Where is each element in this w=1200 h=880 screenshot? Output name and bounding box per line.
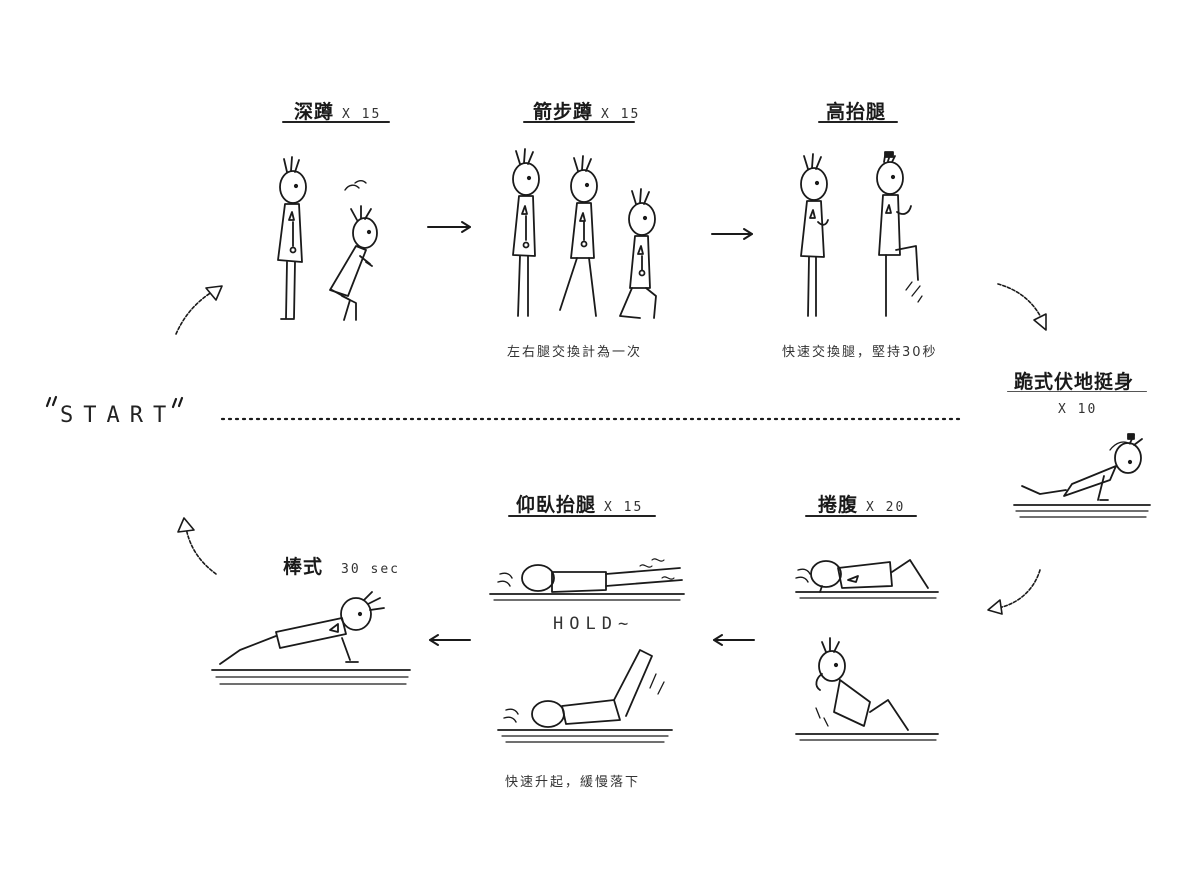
kneeling-pushup-underline xyxy=(1007,391,1147,392)
hold-label: HOLD~ xyxy=(553,614,635,634)
crunch-reps: X 20 xyxy=(866,500,906,515)
plank-reps: 30 sec xyxy=(341,562,400,577)
crunch-title: 捲腹 X 20 xyxy=(818,490,905,517)
lunge-figure-1 xyxy=(513,149,539,316)
squat-underline xyxy=(282,121,390,123)
kneeling-pushup-figure xyxy=(1014,434,1150,517)
high-knees-underline xyxy=(818,121,898,123)
arrow-crunch-to-leg-raise xyxy=(714,635,754,645)
high-knees-figure-raised xyxy=(877,152,922,316)
kneeling-pushup-reps: X 10 xyxy=(1058,402,1098,417)
squat-title: 深蹲 X 15 xyxy=(294,97,381,124)
arrow-plank-to-start xyxy=(186,528,216,574)
leg-raise-name: 仰臥抬腿 xyxy=(516,494,597,516)
crunch-figure-lying xyxy=(796,560,938,598)
kneeling-pushup-title: 跪式伏地挺身 xyxy=(1014,367,1134,394)
high-knees-note: 快速交換腿，堅持30秒 xyxy=(782,345,938,360)
high-knees-name: 高抬腿 xyxy=(826,101,887,123)
arrow-head-to-crunch xyxy=(988,600,1002,614)
lunge-underline xyxy=(523,121,635,123)
squat-figure-squatting xyxy=(330,181,377,320)
lunge-reps: X 15 xyxy=(601,107,641,122)
squat-reps: X 15 xyxy=(342,107,382,122)
arrow-head-to-squat xyxy=(206,286,222,300)
leg-raise-note: 快速升起，緩慢落下 xyxy=(505,775,641,790)
arrow-pushup-to-crunch xyxy=(998,570,1040,608)
kneeling-pushup-name: 跪式伏地挺身 xyxy=(1014,371,1135,393)
squat-figure-standing xyxy=(278,157,306,319)
arrow-head-to-pushup xyxy=(1034,314,1046,330)
crunch-underline xyxy=(805,515,917,517)
start-quote-marks xyxy=(47,397,182,407)
leg-raise-figure-raised xyxy=(498,650,672,742)
lunge-name: 箭步蹲 xyxy=(533,101,594,123)
plank-name: 棒式 xyxy=(283,556,324,578)
leg-raise-reps: X 15 xyxy=(604,500,644,515)
leg-raise-underline xyxy=(508,515,656,517)
high-knees-title: 高抬腿 xyxy=(826,97,886,124)
lunge-note: 左右腿交換計為一次 xyxy=(507,345,643,360)
crunch-name: 捲腹 xyxy=(818,494,859,516)
arrow-squat-to-lunge xyxy=(428,222,470,232)
plank-title: 棒式 30 sec xyxy=(283,552,400,579)
arrow-start-to-squat xyxy=(176,292,212,334)
arrow-head-to-start xyxy=(178,518,194,532)
crunch-figure-raised xyxy=(796,638,938,740)
lunge-title: 箭步蹲 X 15 xyxy=(533,97,640,124)
leg-raise-title: 仰臥抬腿 X 15 xyxy=(516,490,643,517)
squat-name: 深蹲 xyxy=(294,101,335,123)
arrow-leg-raise-to-plank xyxy=(430,635,470,645)
arrow-lunge-to-high-knees xyxy=(712,229,752,239)
leg-raise-figure-flat xyxy=(490,559,684,600)
plank-figure xyxy=(212,592,410,684)
lunge-figure-3 xyxy=(620,189,656,318)
start-label: START xyxy=(60,403,177,428)
high-knees-figure-standing xyxy=(801,154,828,316)
lunge-figure-2 xyxy=(560,156,597,316)
